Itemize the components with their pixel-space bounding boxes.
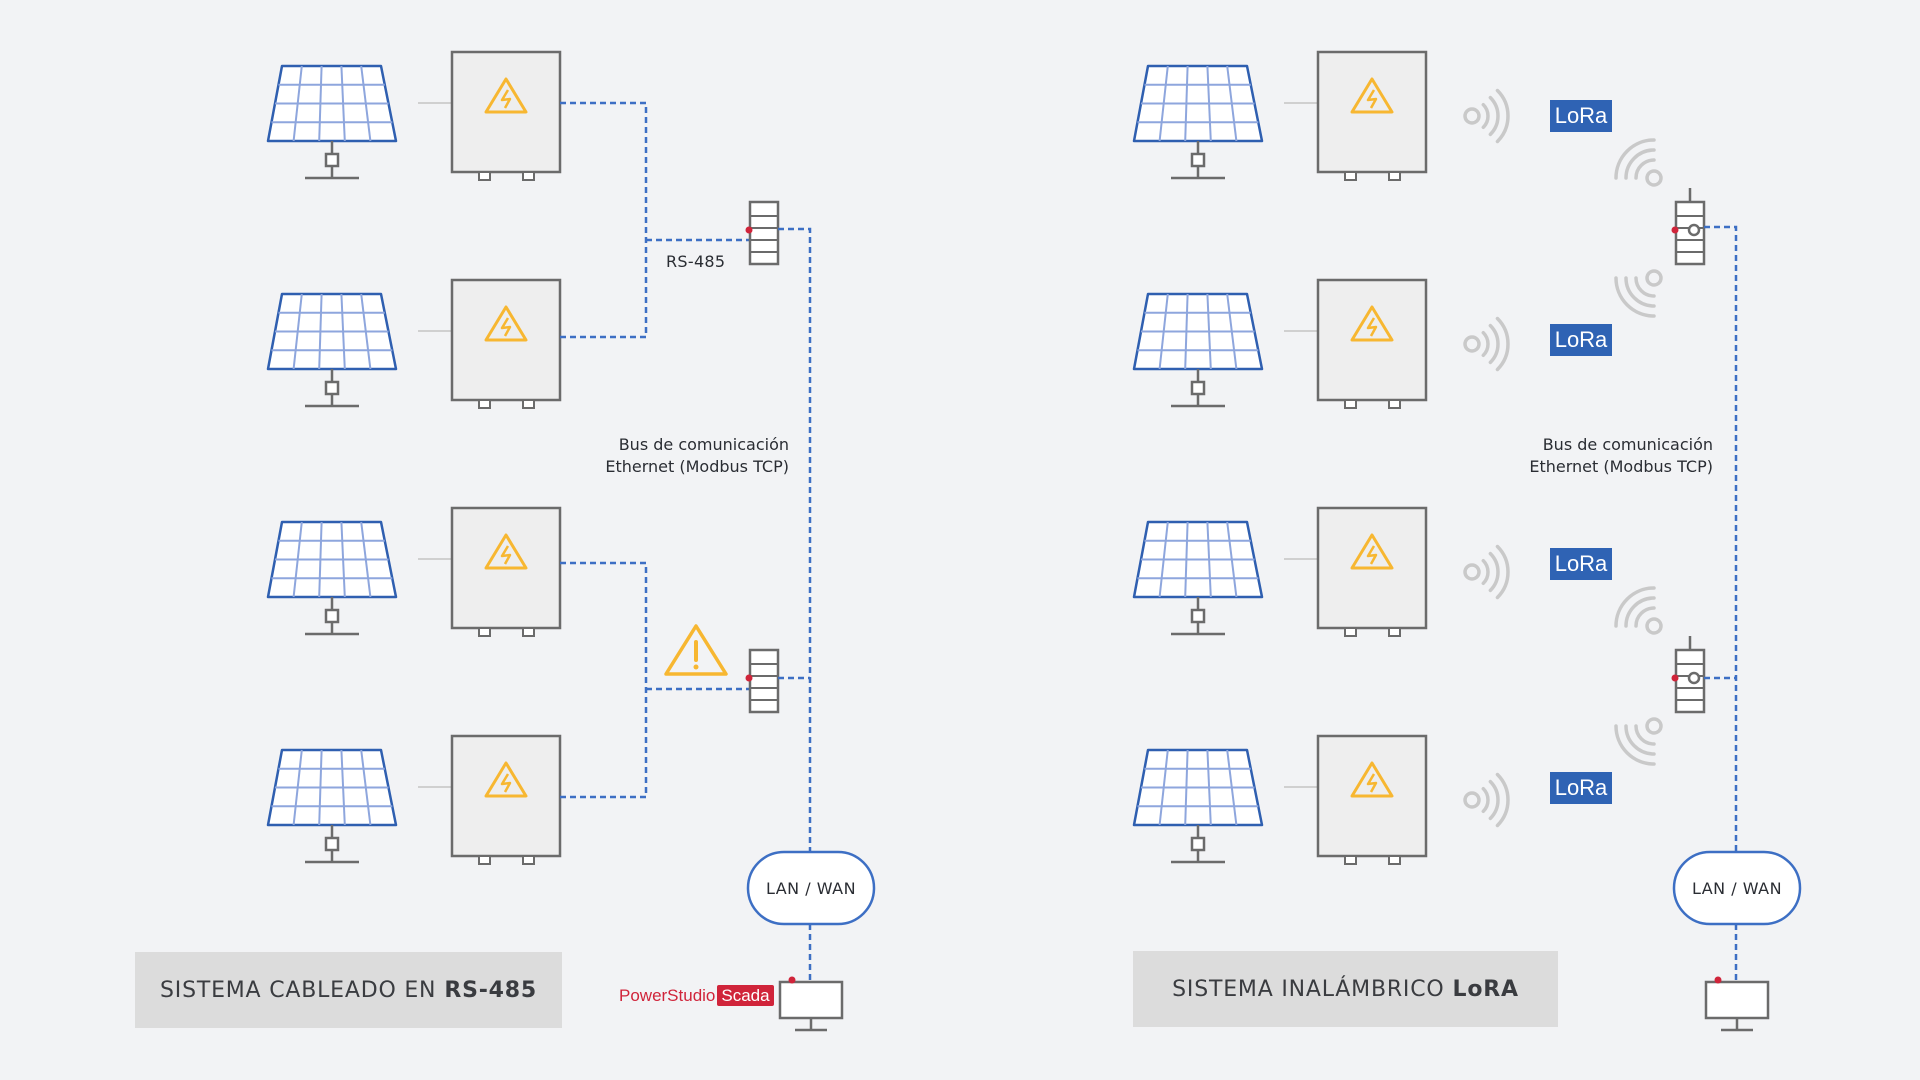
- solar-panel-left-4: [266, 748, 398, 864]
- monitor-icon-left: [778, 976, 844, 1032]
- high-voltage-icon: [1350, 533, 1394, 570]
- rs485-link-top: [560, 101, 648, 339]
- brand-badge: Scada: [717, 985, 774, 1006]
- solar-panel-left-3: [266, 520, 398, 636]
- gateway-icon-left-1: [745, 200, 780, 266]
- signal-waves-icon-3: [1463, 544, 1510, 600]
- inverter-left-4: [418, 734, 562, 865]
- inverter-left-1: [418, 50, 562, 181]
- rs485-label: RS-485: [666, 252, 726, 271]
- high-voltage-icon: [1350, 77, 1394, 114]
- status-led: [788, 976, 796, 984]
- solar-panel-right-2: [1132, 292, 1264, 408]
- signal-waves-icon-gw1-down: [1614, 269, 1663, 318]
- warning-icon: [664, 624, 728, 676]
- status-led: [1671, 674, 1679, 682]
- gateway-icon-left-2: [745, 648, 780, 714]
- signal-waves-icon-gw2-down: [1614, 717, 1663, 766]
- signal-waves-icon-gw1-up: [1614, 138, 1663, 187]
- inverter-right-2: [1284, 278, 1428, 409]
- inverter-left-3: [418, 506, 562, 637]
- lora-badge-1: LoRa: [1550, 100, 1612, 132]
- lora-badge-4: LoRa: [1550, 772, 1612, 804]
- lan-wan-label-right: LAN / WAN: [1691, 879, 1783, 898]
- signal-waves-icon-1: [1463, 88, 1510, 144]
- title-banner-wireless: SISTEMA INALÁMBRICO LoRA: [1133, 951, 1558, 1027]
- rs485-link-bottom: [560, 561, 648, 799]
- inverter-right-3: [1284, 506, 1428, 637]
- bus-label-left-line1: Bus de comunicación: [618, 435, 789, 454]
- high-voltage-icon: [484, 305, 528, 342]
- solar-panel-right-1: [1132, 64, 1264, 180]
- title-wired-bold: RS-485: [444, 977, 537, 1003]
- bus-label-right: Bus de comunicación Ethernet (Modbus TCP…: [1453, 434, 1713, 478]
- solar-panel-left-1: [266, 64, 398, 180]
- lan-wan-label-left: LAN / WAN: [765, 879, 857, 898]
- title-banner-wired: SISTEMA CABLEADO EN RS-485: [135, 952, 562, 1028]
- inverter-right-1: [1284, 50, 1428, 181]
- high-voltage-icon: [1350, 305, 1394, 342]
- inverter-right-4: [1284, 734, 1428, 865]
- brand-name: PowerStudio: [619, 986, 716, 1005]
- gateway-icon-right-1: [1671, 188, 1706, 266]
- high-voltage-icon: [484, 77, 528, 114]
- lora-badge-3: LoRa: [1550, 548, 1612, 580]
- signal-waves-icon-gw2-up: [1614, 586, 1663, 635]
- title-wireless-prefix: SISTEMA INALÁMBRICO: [1172, 976, 1445, 1002]
- status-led: [1671, 226, 1679, 234]
- gateway-icon-right-2: [1671, 636, 1706, 714]
- solar-panel-right-3: [1132, 520, 1264, 636]
- bus-label-left-line2: Ethernet (Modbus TCP): [605, 457, 789, 476]
- signal-waves-icon-2: [1463, 316, 1510, 372]
- solar-panel-right-4: [1132, 748, 1264, 864]
- title-wireless-bold: LoRA: [1452, 976, 1519, 1002]
- signal-waves-icon-4: [1463, 772, 1510, 828]
- high-voltage-icon: [484, 761, 528, 798]
- bus-label-left: Bus de comunicación Ethernet (Modbus TCP…: [529, 434, 789, 478]
- status-led: [745, 226, 753, 234]
- status-led: [745, 674, 753, 682]
- lora-badge-2: LoRa: [1550, 324, 1612, 356]
- high-voltage-icon: [1350, 761, 1394, 798]
- monitor-icon-right: [1704, 976, 1770, 1032]
- bus-label-right-line1: Bus de comunicación: [1542, 435, 1713, 454]
- ethernet-bus-left: [778, 227, 812, 852]
- bus-label-right-line2: Ethernet (Modbus TCP): [1529, 457, 1713, 476]
- status-led: [1714, 976, 1722, 984]
- title-wired-prefix: SISTEMA CABLEADO EN: [160, 977, 437, 1003]
- solar-panel-left-2: [266, 292, 398, 408]
- inverter-left-2: [418, 278, 562, 409]
- high-voltage-icon: [484, 533, 528, 570]
- ethernet-bus-right: [1704, 225, 1738, 852]
